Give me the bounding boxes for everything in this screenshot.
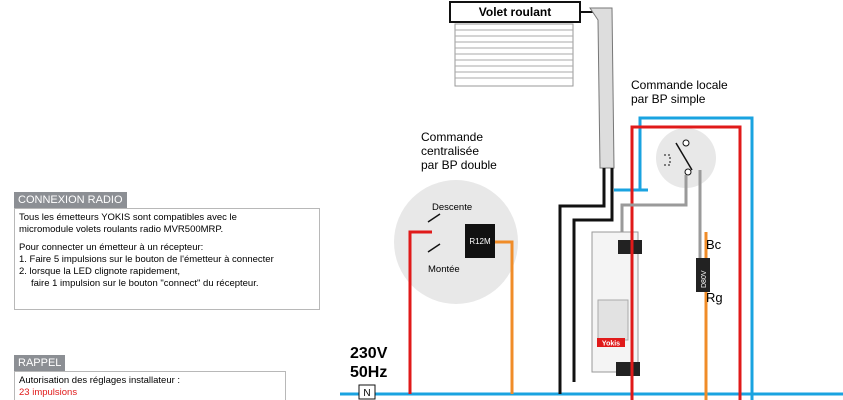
wire-gray	[620, 175, 688, 232]
neutral-label: N	[363, 388, 370, 399]
bc-label: Bc	[706, 237, 722, 252]
down-label: Descente	[432, 202, 472, 213]
wire-red-central	[408, 230, 432, 394]
wire-red-top	[630, 125, 742, 400]
frequency-label: 50Hz	[350, 364, 387, 381]
connexion-radio-header: CONNEXION RADIO	[14, 192, 127, 208]
power-supply: 230V 50Hz N	[350, 345, 388, 400]
fuse-label: D80V	[701, 270, 708, 288]
cable-fuse: D80V Bc Rg	[696, 237, 723, 305]
rappel-header: RAPPEL	[14, 355, 66, 371]
connexion-radio-panel: Tous les émetteurs YOKIS sont compatible…	[14, 208, 320, 310]
local-command-label: Commande locale par BP simple	[631, 78, 728, 106]
shutter-label: Volet roulant	[479, 5, 551, 19]
shutter-illustration: Volet roulant	[449, 1, 615, 169]
shutter-module: Yokis	[591, 231, 642, 376]
wire-black	[558, 168, 606, 394]
voltage-label: 230V	[350, 345, 388, 362]
wire-blue-top	[638, 116, 754, 400]
central-module-label: R12M	[469, 237, 491, 246]
rappel-panel: Autorisation des réglages installateur :…	[14, 371, 286, 400]
central-push-button: R12M Descente Montée	[394, 180, 518, 304]
central-command-label: Commande centralisée par BP double	[421, 130, 497, 172]
module-brand: Yokis	[602, 341, 620, 348]
wire-black-2	[572, 168, 614, 382]
up-label: Montée	[428, 264, 460, 275]
wire-orange	[495, 240, 514, 394]
rg-label: Rg	[706, 290, 723, 305]
